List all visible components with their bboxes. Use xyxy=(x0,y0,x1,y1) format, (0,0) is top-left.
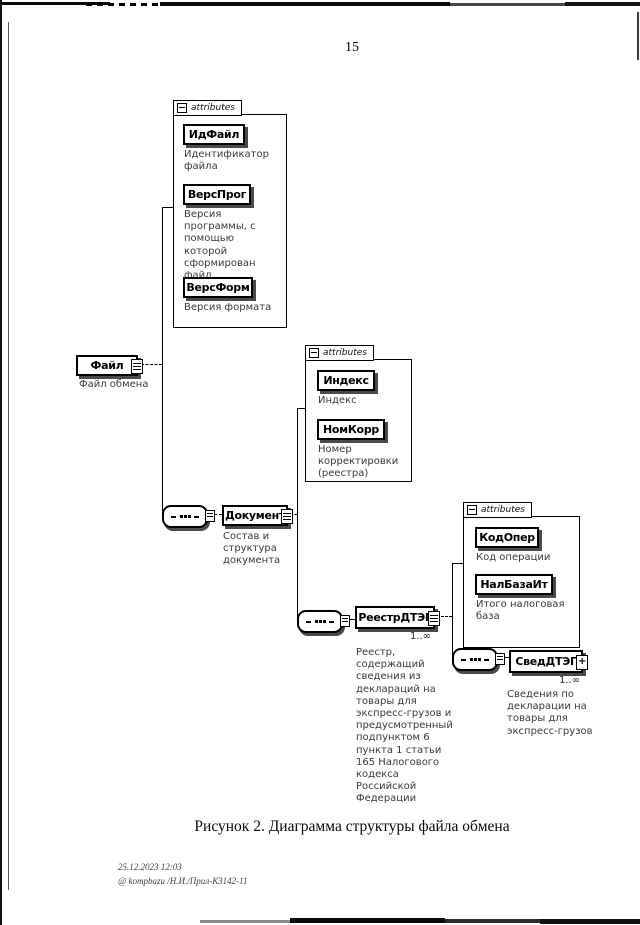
element-reestr-dteg-annotation: Реестр, содержащий сведения из деклараци… xyxy=(356,647,453,805)
scan-artifact xyxy=(290,918,445,923)
footer-reference: @ kompbazu /Н.И./Прил-К3142-11 xyxy=(118,875,248,886)
connector-line xyxy=(504,657,509,658)
page-number: 15 xyxy=(345,40,359,55)
attribute-kodoper[interactable]: КодОпер xyxy=(475,527,539,548)
scan-artifact xyxy=(637,12,639,60)
attributes-tab-file[interactable]: attributes xyxy=(173,100,242,116)
connector-box-icon xyxy=(340,615,350,627)
attribute-nomkorr-annotation: Номер корректировки (реестра) xyxy=(318,444,399,480)
scan-artifact xyxy=(445,919,540,923)
attributes-label: attributes xyxy=(323,348,367,358)
element-sved-dteg-name: СведДТЭГ xyxy=(515,655,577,668)
sequence-icon xyxy=(162,505,208,528)
attributes-tab-reestr[interactable]: attributes xyxy=(463,502,532,518)
connector-line xyxy=(141,364,162,365)
attribute-kodoper-annotation: Код операции xyxy=(476,552,551,563)
page-footer: 25.12.2023 12:03 @ kompbazu /Н.И./Прил-К… xyxy=(118,861,248,888)
scan-artifact xyxy=(200,920,290,923)
attribute-versprog-name: ВерсПрог xyxy=(187,188,247,201)
connector-line xyxy=(437,616,452,617)
attribute-nalbazait-name: НалБазаИт xyxy=(480,578,548,591)
attribute-indeks-name: Индекс xyxy=(323,374,369,387)
attributes-label: attributes xyxy=(191,103,235,113)
expand-toggle-icon[interactable] xyxy=(428,610,440,626)
attribute-versprog[interactable]: ВерсПрог xyxy=(183,184,251,205)
element-file[interactable]: Файл xyxy=(76,355,143,376)
attribute-versprog-annotation: Версия программы, с помощью которой сфор… xyxy=(184,209,256,281)
connector-line xyxy=(349,619,355,620)
connector-line xyxy=(452,563,453,658)
attribute-idfayl-annotation: Идентификатор файла xyxy=(184,149,269,173)
sequence-pattern xyxy=(461,657,489,662)
occurs-label: 1..∞ xyxy=(558,675,580,686)
attribute-idfayl[interactable]: ИдФайл xyxy=(183,124,245,145)
element-sved-dteg[interactable]: СведДТЭГ xyxy=(509,650,588,673)
expand-toggle-icon[interactable] xyxy=(576,654,588,670)
scan-artifact xyxy=(565,2,640,6)
attribute-kodoper-name: КодОпер xyxy=(479,531,535,544)
attribute-nomkorr[interactable]: НомКорр xyxy=(317,419,385,440)
element-file-name: Файл xyxy=(90,359,124,372)
connector-box-icon xyxy=(495,653,505,665)
expand-toggle-icon[interactable] xyxy=(131,358,143,374)
sequence-icon xyxy=(297,610,343,633)
element-document-annotation: Состав и структура документа xyxy=(223,531,281,567)
scan-artifact xyxy=(450,3,568,6)
attributes-label: attributes xyxy=(481,505,525,515)
connector-line xyxy=(452,563,463,564)
scan-artifact xyxy=(0,0,2,925)
attribute-nalbazait-annotation: Итого налоговая база xyxy=(476,599,565,623)
sequence-pattern xyxy=(171,514,199,519)
connector-line xyxy=(162,207,173,208)
element-document-name: Документ xyxy=(224,509,286,522)
attributes-tab-document[interactable]: attributes xyxy=(305,345,374,361)
connector-line xyxy=(162,207,163,515)
sequence-pattern xyxy=(306,619,334,624)
collapse-icon xyxy=(177,103,187,113)
attribute-versform-name: ВерсФорм xyxy=(186,281,250,294)
attribute-nalbazait[interactable]: НалБазаИт xyxy=(475,574,553,595)
scan-artifact xyxy=(540,919,640,924)
scan-artifact xyxy=(0,2,110,5)
element-reestr-dteg-name: РеестрДТЭГ xyxy=(358,611,432,624)
occurs-label: 1..∞ xyxy=(409,631,431,642)
attribute-indeks-annotation: Индекс xyxy=(318,395,357,406)
attribute-nomkorr-name: НомКорр xyxy=(323,423,379,436)
expand-toggle-icon[interactable] xyxy=(281,508,293,524)
scan-artifact xyxy=(86,3,182,6)
attribute-versform[interactable]: ВерсФорм xyxy=(183,277,253,298)
scan-artifact xyxy=(160,2,450,6)
attribute-indeks[interactable]: Индекс xyxy=(317,370,375,391)
sequence-icon xyxy=(452,648,498,671)
footer-datetime: 25.12.2023 12:03 xyxy=(118,862,182,872)
element-sved-dteg-annotation: Сведения по декларации на товары для экс… xyxy=(507,689,593,737)
element-file-annotation: Файл обмена xyxy=(79,379,149,390)
element-document[interactable]: Документ xyxy=(222,505,293,526)
connector-box-icon xyxy=(205,510,215,522)
connector-line xyxy=(290,514,297,515)
connector-line xyxy=(297,408,298,620)
connector-line xyxy=(214,514,222,515)
element-reestr-dteg[interactable]: РеестрДТЭГ xyxy=(355,606,440,629)
collapse-icon xyxy=(467,505,477,515)
connector-line xyxy=(297,408,305,409)
scan-artifact xyxy=(8,22,9,890)
collapse-icon xyxy=(309,348,319,358)
figure-caption: Рисунок 2. Диаграмма структуры файла обм… xyxy=(194,818,510,835)
attribute-idfayl-name: ИдФайл xyxy=(188,128,240,141)
attribute-versform-annotation: Версия формата xyxy=(184,302,272,313)
